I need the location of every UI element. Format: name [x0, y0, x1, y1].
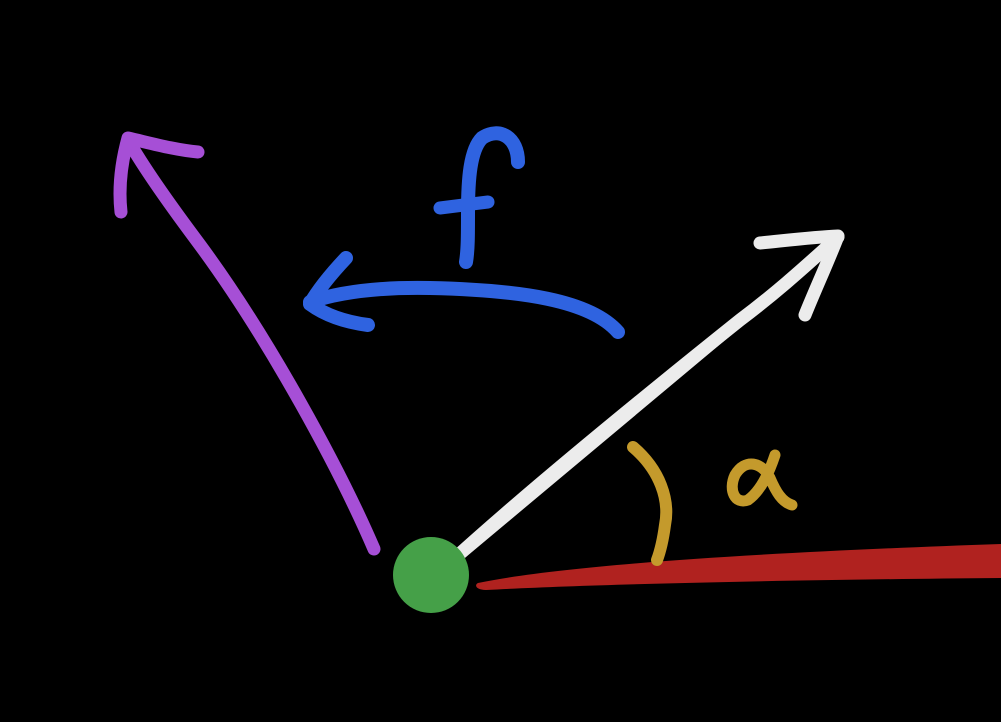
- function-arrow: [303, 251, 625, 339]
- function-arrow-head: [303, 251, 375, 332]
- original-vector: [448, 229, 845, 565]
- rotated-vector-shaft: [121, 133, 381, 556]
- function-arrow-arc: [303, 280, 625, 339]
- rotated-vector: [113, 131, 381, 556]
- angle-label-stroke: [726, 449, 798, 511]
- rotated-vector-arrowhead: [113, 131, 205, 219]
- angle-label: α: [726, 449, 798, 511]
- function-label: f: [433, 126, 525, 269]
- baseline-axis: [476, 544, 1001, 590]
- origin-point: [393, 537, 469, 613]
- function-label-stroke: [459, 126, 525, 269]
- original-vector-arrowhead: [753, 229, 845, 322]
- angle-arc: [627, 441, 673, 566]
- original-vector-shaft-taper: [452, 318, 742, 562]
- function-label-crossbar: [433, 195, 495, 215]
